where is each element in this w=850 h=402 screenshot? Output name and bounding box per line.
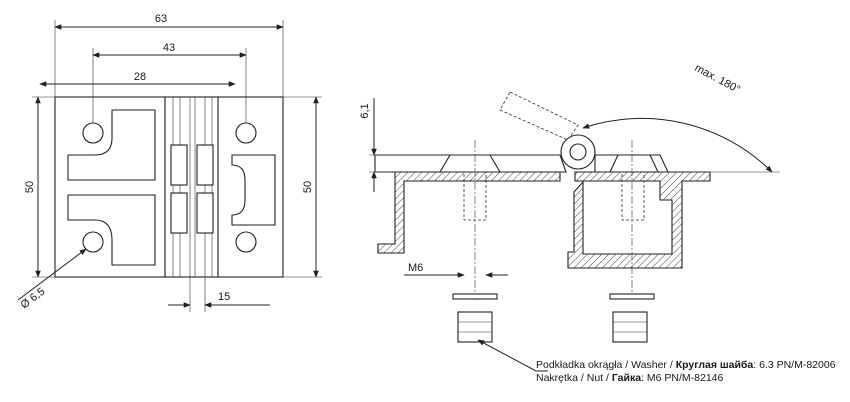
- screw-head-left: [439, 154, 501, 173]
- hole-top-left: [82, 122, 104, 144]
- washer-left: [452, 293, 498, 300]
- nut-right: [612, 311, 648, 343]
- knuckle-segment-2: [170, 192, 188, 234]
- dim-angle: max. 180°: [693, 62, 742, 96]
- washer-caption: Podkładka okrągła / Washer / Круглая шай…: [536, 359, 836, 371]
- parts-caption: Podkładka okrągła / Washer / Круглая шай…: [536, 359, 836, 384]
- hinge-front-view: 63 43 28 50 50 Ø 6,5 15: [17, 13, 322, 312]
- open-leaf-outline: [499, 91, 579, 141]
- knuckle-pin: [569, 143, 587, 161]
- dim-hole-diameter: Ø 6,5: [19, 286, 48, 312]
- frame-left-section: [377, 171, 561, 254]
- left-lower-recess: [67, 194, 156, 266]
- dim-knuckle-width: 15: [218, 291, 230, 303]
- knuckle-area: [164, 96, 219, 278]
- nut-caption: Nakrętka / Nut / Гайка: M6 PN/M-82146: [536, 372, 724, 384]
- hole-bottom-left: [82, 231, 104, 253]
- hinge-side-section: 6,1 M6 max. 180°: [359, 62, 780, 372]
- knuckle-segment-1: [170, 144, 188, 186]
- screw-head-right: [609, 154, 659, 173]
- right-recess: [231, 154, 276, 226]
- dim-thread: M6: [408, 262, 423, 274]
- hole-top-right: [235, 122, 257, 144]
- left-upper-recess: [67, 109, 156, 181]
- dim-overall-width: 63: [155, 13, 167, 25]
- frame-right-section: [567, 171, 711, 269]
- hole-bottom-right: [235, 231, 257, 253]
- dim-height-left: 50: [24, 181, 36, 193]
- knuckle-segment-3: [196, 144, 214, 186]
- nut-left: [457, 311, 493, 343]
- dim-inner-width: 28: [134, 71, 146, 83]
- knuckle-segment-4: [196, 192, 214, 234]
- dim-lift-height: 6,1: [359, 103, 371, 118]
- washer-right: [609, 293, 655, 300]
- dim-hole-spacing: 43: [163, 42, 175, 54]
- dim-height-right: 50: [302, 181, 314, 193]
